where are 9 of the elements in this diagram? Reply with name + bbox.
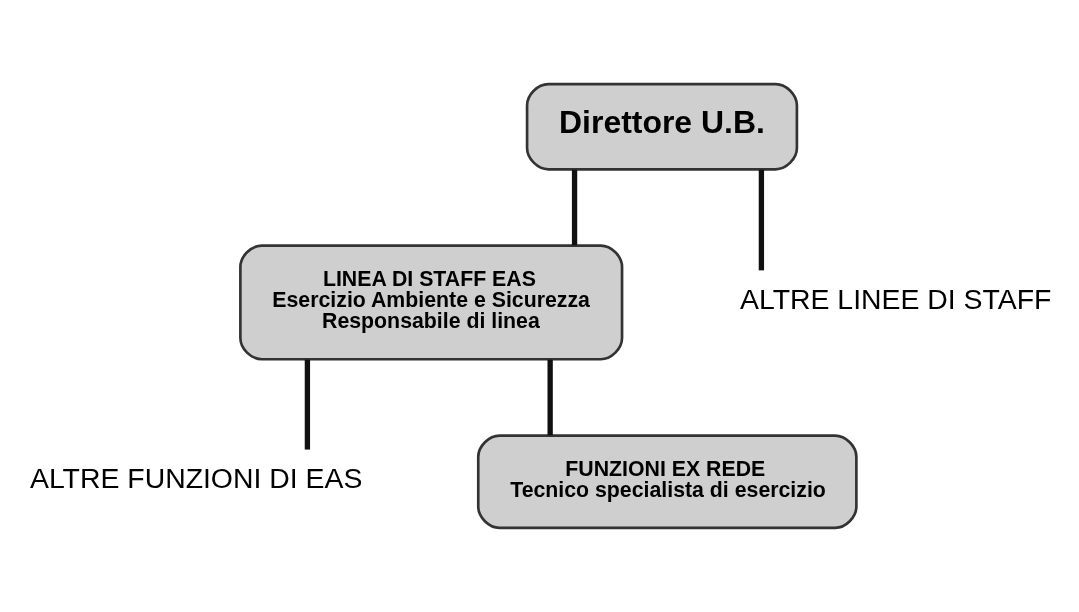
connector (547, 359, 553, 436)
node-box: Direttore U.B. (525, 82, 799, 171)
node-box: FUNZIONI EX REDE Tecnico specialista di esercizio (476, 434, 858, 530)
connector (304, 359, 311, 450)
connector (758, 169, 765, 271)
node-box: LINEA DI STAFF EAS Esercizio Ambiente e Sicurezza Responsabile di linea (239, 244, 624, 361)
node-text: ALTRE LINEE DI STAFF (740, 283, 1052, 316)
connector (571, 169, 578, 246)
node-text: ALTRE FUNZIONI DI EAS (30, 462, 363, 495)
